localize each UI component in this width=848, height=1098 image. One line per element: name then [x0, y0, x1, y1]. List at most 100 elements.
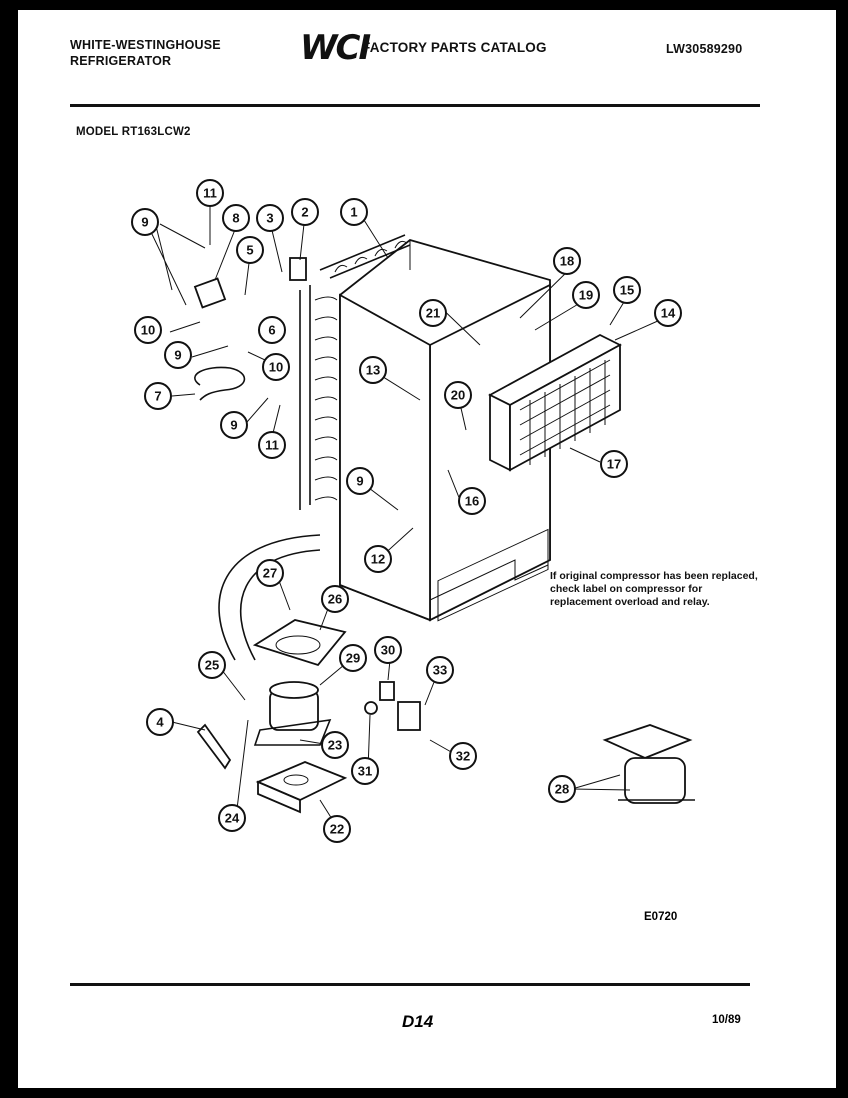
grommet — [364, 701, 378, 715]
wci-logo: WCI — [300, 28, 371, 68]
svg-text:10: 10 — [141, 323, 155, 338]
callout-9b: 9 — [164, 341, 192, 369]
svg-text:14: 14 — [661, 306, 676, 321]
fan-mount — [289, 257, 307, 281]
header-rule — [70, 104, 760, 107]
callout-20: 20 — [444, 381, 472, 409]
svg-text:20: 20 — [451, 388, 465, 403]
callout-25: 25 — [198, 651, 226, 679]
svg-text:26: 26 — [328, 592, 342, 607]
callout-28: 28 — [548, 775, 576, 803]
svg-text:19: 19 — [579, 288, 593, 303]
callout-15: 15 — [613, 276, 641, 304]
callout-9d: 9 — [346, 467, 374, 495]
callout-21: 21 — [419, 299, 447, 327]
page-number: D14 — [402, 1012, 434, 1031]
svg-text:25: 25 — [205, 658, 219, 673]
svg-text:9: 9 — [356, 474, 363, 489]
compressor-base — [255, 761, 348, 814]
svg-text:13: 13 — [366, 363, 380, 378]
bracket — [193, 277, 227, 309]
callout-9c: 9 — [220, 411, 248, 439]
svg-text:21: 21 — [426, 306, 440, 321]
svg-text:12: 12 — [371, 552, 385, 567]
callout-29: 29 — [339, 644, 367, 672]
svg-text:30: 30 — [381, 643, 395, 658]
svg-text:3: 3 — [266, 211, 273, 226]
model-number: MODEL RT163LCW2 — [76, 126, 191, 138]
svg-text:10: 10 — [269, 360, 283, 375]
svg-text:27: 27 — [263, 566, 277, 581]
callout-10a: 10 — [134, 316, 162, 344]
product-type: REFRIGERATOR — [70, 54, 172, 68]
svg-text:23: 23 — [328, 738, 342, 753]
overload — [397, 701, 421, 731]
tube-clip — [196, 723, 232, 770]
svg-text:4: 4 — [156, 715, 164, 730]
catalog-title: FACTORY PARTS CATALOG — [362, 40, 547, 55]
callout-23: 23 — [321, 731, 349, 759]
svg-text:29: 29 — [346, 651, 360, 666]
power-cord — [194, 366, 246, 401]
svg-text:11: 11 — [265, 438, 279, 453]
svg-text:9: 9 — [174, 348, 181, 363]
evaporator-assembly — [488, 333, 622, 472]
leader-lines — [149, 200, 661, 828]
callout-31: 31 — [351, 757, 379, 785]
svg-text:32: 32 — [456, 749, 470, 764]
condenser-coil — [299, 234, 411, 510]
callout-13: 13 — [359, 356, 387, 384]
svg-text:31: 31 — [358, 764, 372, 779]
svg-text:5: 5 — [246, 243, 253, 258]
compressor-note: If original compressor has been replaced… — [550, 570, 758, 608]
svg-text:6: 6 — [268, 323, 275, 338]
svg-text:33: 33 — [433, 663, 447, 678]
callout-4: 4 — [146, 708, 174, 736]
callout-10b: 10 — [262, 353, 290, 381]
callout-17: 17 — [600, 450, 628, 478]
drain-tube — [218, 534, 321, 661]
callout-7: 7 — [144, 382, 172, 410]
callout-12: 12 — [364, 545, 392, 573]
callout-27: 27 — [256, 559, 284, 587]
brand-name: WHITE-WESTINGHOUSE — [70, 38, 221, 52]
document-number: LW30589290 — [666, 42, 743, 56]
callout-1: 1 — [340, 198, 368, 226]
footer-rule — [70, 983, 750, 986]
diagram-code: E0720 — [644, 911, 678, 923]
callout-2: 2 — [291, 198, 319, 226]
callout-32: 32 — [449, 742, 477, 770]
svg-text:17: 17 — [607, 457, 621, 472]
relay — [379, 681, 395, 701]
svg-text:15: 15 — [620, 283, 634, 298]
callout-6: 6 — [258, 316, 286, 344]
callout-11a: 11 — [196, 179, 224, 207]
svg-text:28: 28 — [555, 782, 569, 797]
svg-text:2: 2 — [301, 205, 308, 220]
svg-text:1: 1 — [350, 205, 357, 220]
callout-33: 33 — [426, 656, 454, 684]
catalog-date: 10/89 — [712, 1014, 741, 1026]
svg-text:9: 9 — [141, 215, 148, 230]
svg-text:7: 7 — [154, 389, 161, 404]
svg-text:22: 22 — [330, 822, 344, 837]
callout-26: 26 — [321, 585, 349, 613]
callout-30: 30 — [374, 636, 402, 664]
drain-pan — [252, 619, 347, 667]
svg-text:18: 18 — [560, 254, 574, 269]
callout-16: 16 — [458, 487, 486, 515]
svg-text:11: 11 — [203, 186, 217, 201]
callout-5: 5 — [236, 236, 264, 264]
callout-14: 14 — [654, 299, 682, 327]
callout-3: 3 — [256, 204, 284, 232]
callout-8: 8 — [222, 204, 250, 232]
compressor-inset — [602, 724, 695, 804]
compressor — [253, 681, 332, 746]
callout-19: 19 — [572, 281, 600, 309]
svg-text:8: 8 — [232, 211, 239, 226]
svg-text:16: 16 — [465, 494, 479, 509]
callout-18: 18 — [553, 247, 581, 275]
callout-24: 24 — [218, 804, 246, 832]
callout-9a: 9 — [131, 208, 159, 236]
